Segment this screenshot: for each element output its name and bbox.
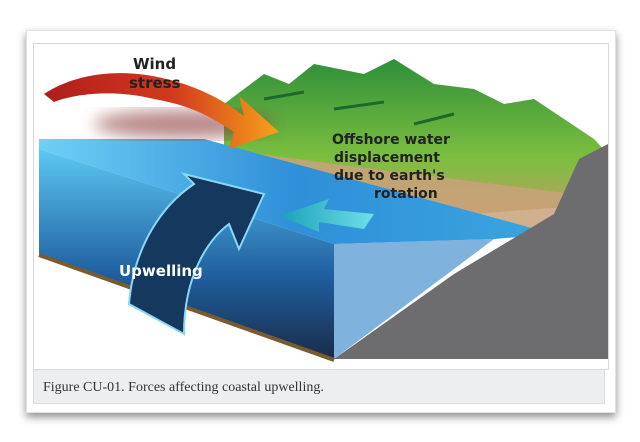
upwelling-diagram: Wind stress Offshore water displacement … [33,43,609,370]
water-surface [39,139,554,244]
wind-label-2: stress [129,74,181,92]
wind-label-1: Wind [133,55,176,73]
figure-caption: Figure CU-01. Forces affecting coastal u… [33,369,605,404]
figure-card: Wind stress Offshore water displacement … [26,30,616,413]
offshore-label-2: displacement [334,150,440,166]
upwelling-label: Upwelling [119,262,203,280]
offshore-label-4: rotation [374,186,438,202]
offshore-label-1: Offshore water [332,132,450,148]
wind-arrow [44,73,279,149]
offshore-label-3: due to earth's [334,168,445,184]
cliff [334,144,608,359]
offshore-arrow [279,199,374,232]
upwelling-arrow [127,172,266,336]
